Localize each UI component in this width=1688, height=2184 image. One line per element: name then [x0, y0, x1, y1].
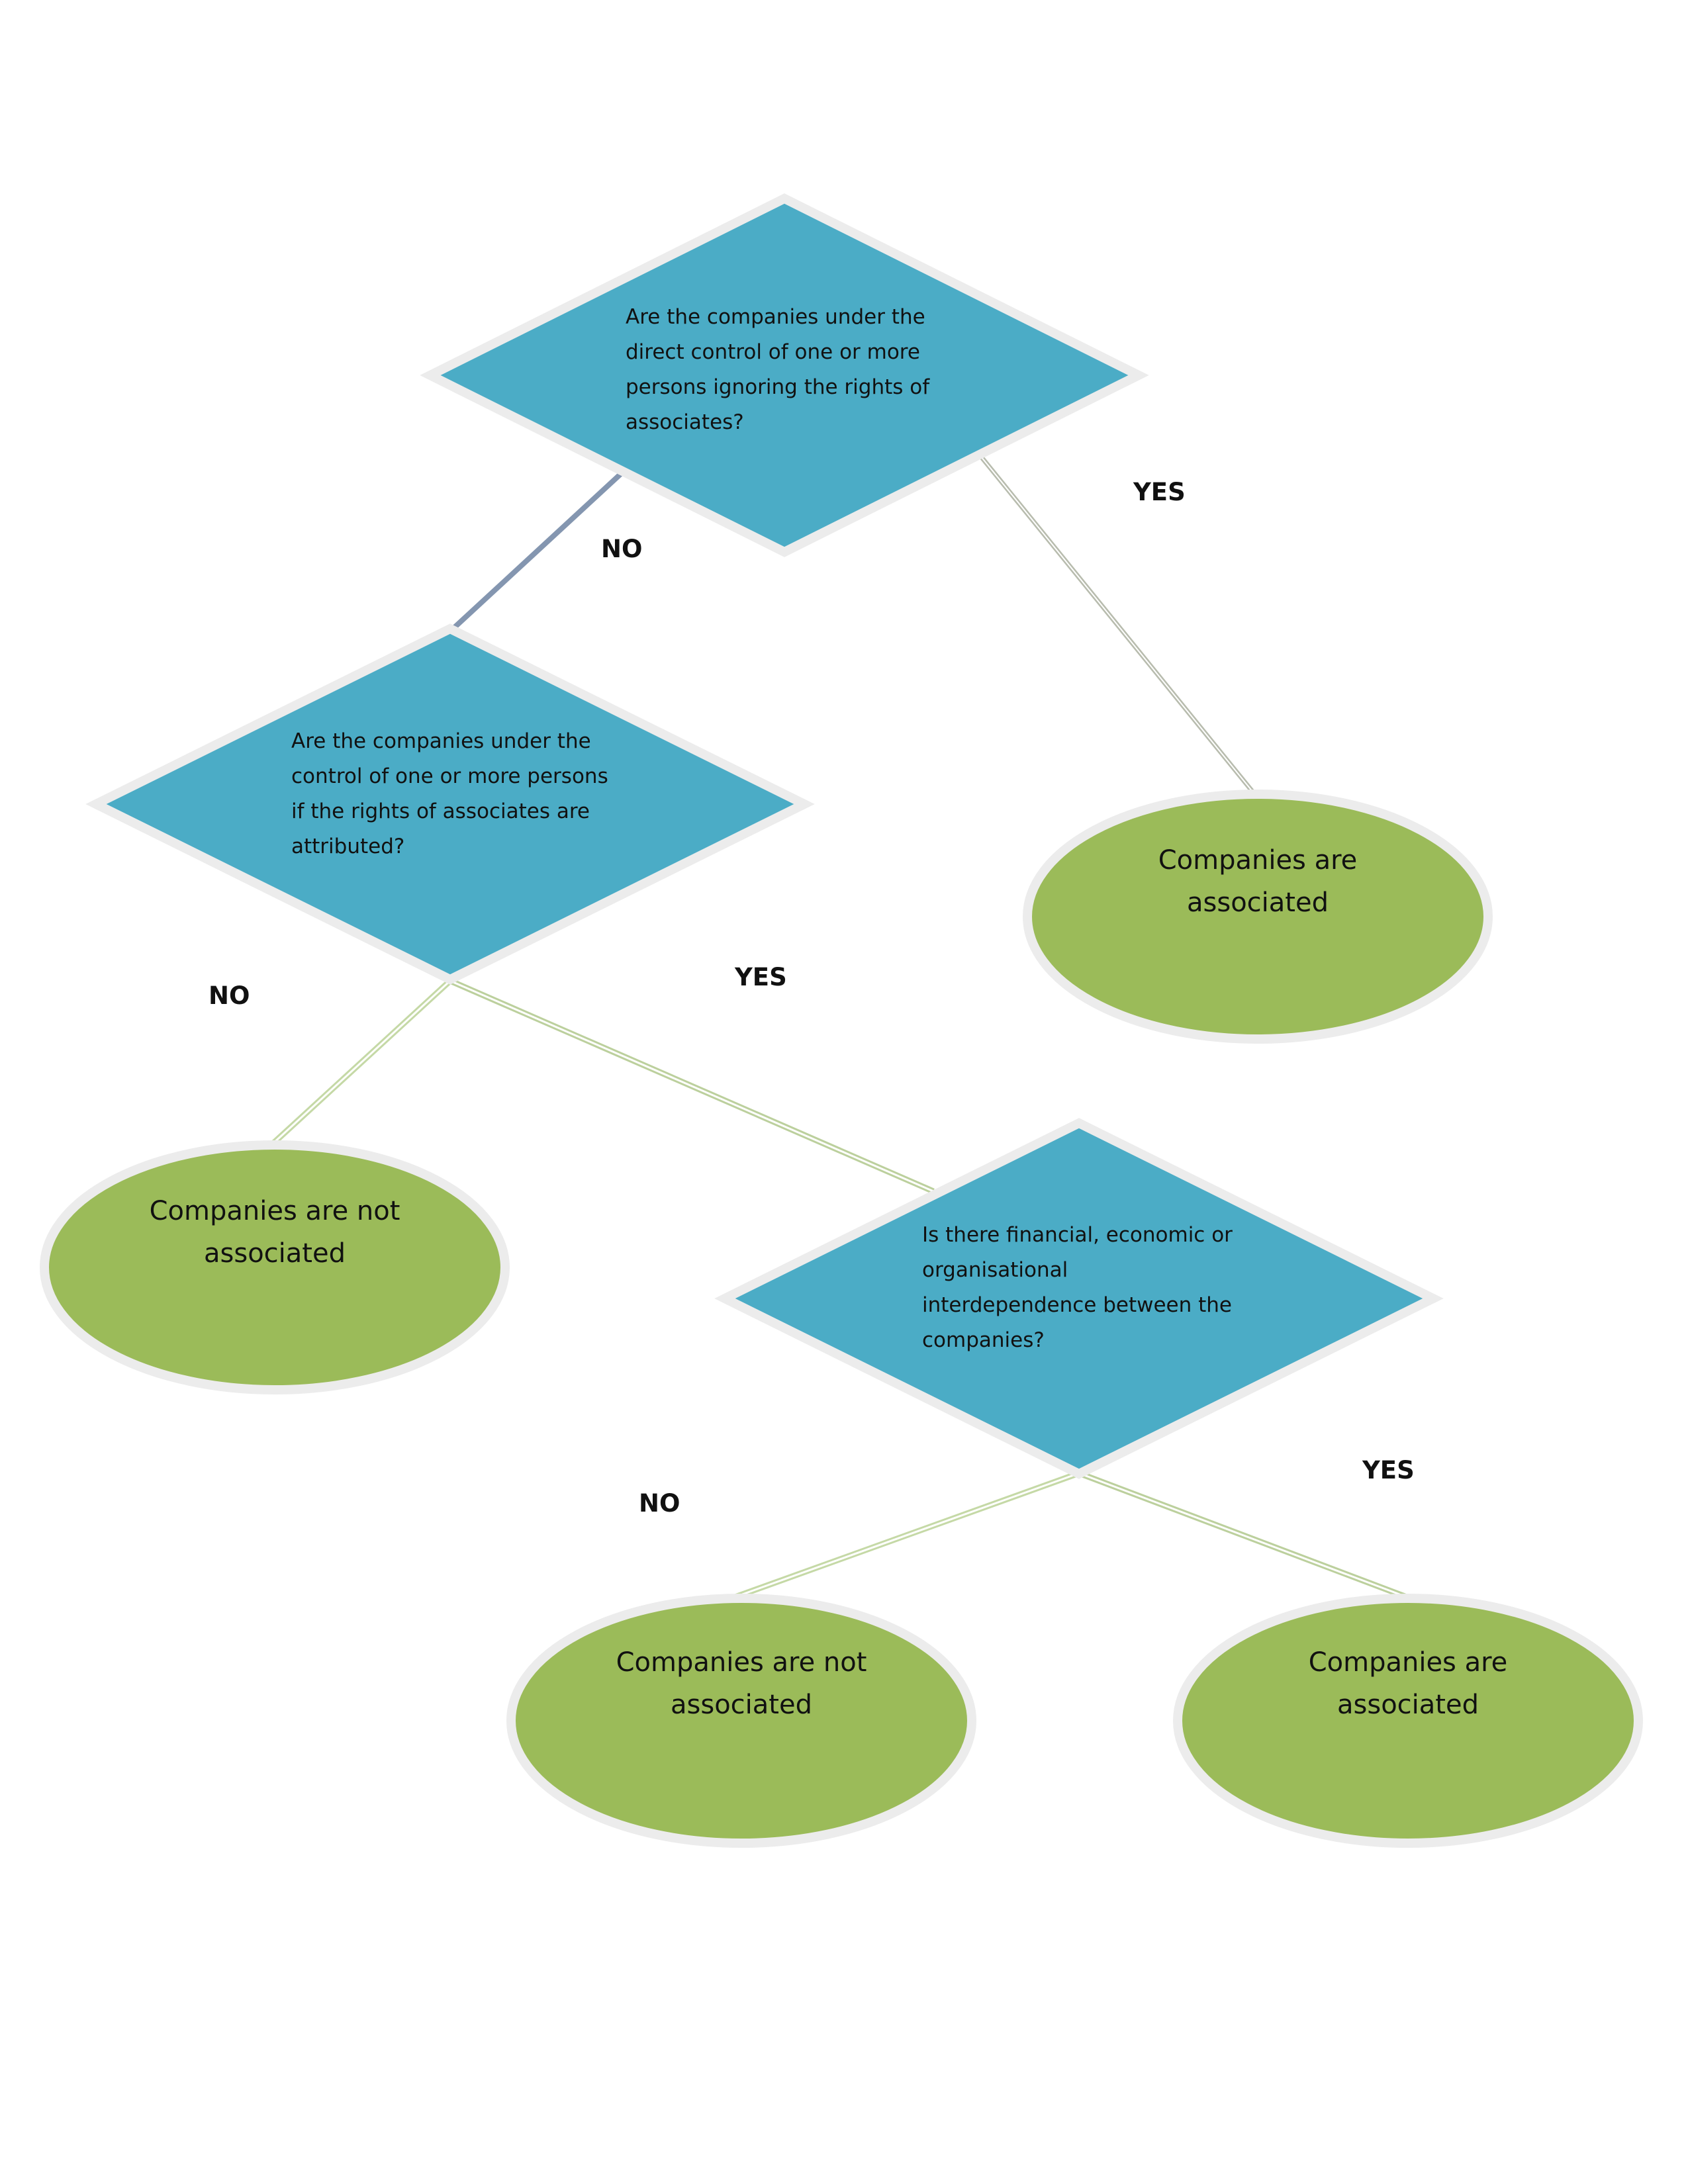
- connector-q1-no: [447, 470, 625, 634]
- outcome-text-o3: Companies are not associated: [616, 1647, 867, 1720]
- edge-label-q3-no: NO: [639, 1489, 680, 1518]
- connector-q2-yes: [449, 978, 935, 1195]
- outcomes: [40, 790, 1643, 1848]
- outcome-ellipse-o1: [1023, 790, 1493, 1044]
- decision-diamond-q2: [85, 623, 815, 985]
- outcome-ellipse-o4: [1173, 1594, 1643, 1848]
- connector-q2-no: [269, 978, 453, 1148]
- edge-label-q2-yes: YES: [735, 963, 787, 991]
- outcome-text-o4: Companies are associated: [1308, 1647, 1508, 1720]
- outcome-text-o1: Companies are associated: [1158, 845, 1358, 918]
- outcome-text-o2: Companies are not associated: [149, 1196, 400, 1269]
- outcome-ellipse-o3: [506, 1594, 976, 1848]
- edge-label-q1-no: NO: [601, 535, 643, 563]
- decision-text-q2: Are the companies under the control of o…: [291, 729, 608, 858]
- connectors: [269, 451, 1411, 1602]
- connector-q3-no: [730, 1470, 1080, 1602]
- decision-text-q1: Are the companies under the direct contr…: [626, 305, 930, 434]
- edge-label-q1-yes: YES: [1133, 478, 1186, 506]
- decision-diamond-q1: [420, 193, 1149, 557]
- decision-text-q3: Is there financial, economic or organisa…: [922, 1223, 1233, 1352]
- edge-label-q3-yes: YES: [1362, 1456, 1415, 1484]
- outcome-ellipse-o2: [40, 1140, 510, 1394]
- edge-label-q2-no: NO: [209, 981, 250, 1010]
- connector-q1-yes: [976, 451, 1258, 797]
- connector-q3-yes: [1078, 1470, 1411, 1602]
- decision-diamond-q3: [714, 1118, 1444, 1479]
- decisions: [85, 193, 1444, 1479]
